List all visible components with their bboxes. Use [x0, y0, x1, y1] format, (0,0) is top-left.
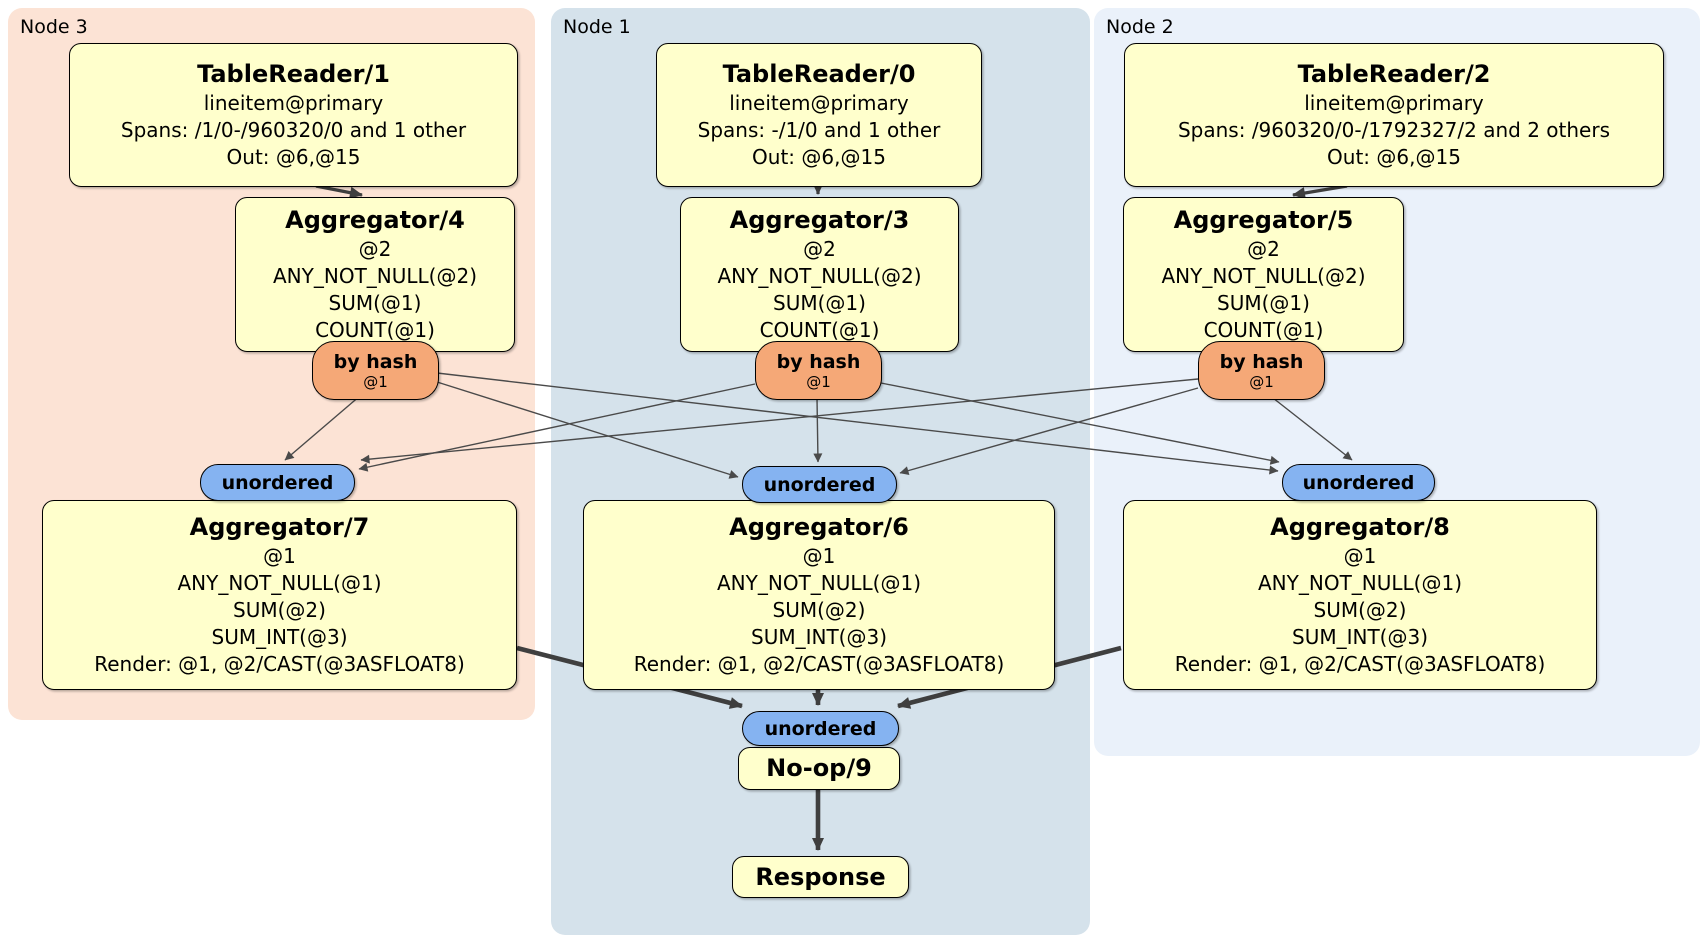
processor-detail: ANY_NOT_NULL(@1)	[717, 571, 921, 595]
processor-detail: @2	[358, 237, 392, 261]
processor-title: TableReader/2	[1297, 60, 1491, 88]
processor-detail: @1	[263, 544, 296, 568]
processor-detail: Spans: /960320/0-/1792327/2 and 2 others	[1177, 118, 1610, 142]
router-label: by hash	[1219, 350, 1304, 373]
processor-title: Aggregator/6	[729, 513, 909, 541]
processor-detail: COUNT(@1)	[759, 318, 880, 342]
edge-hash4-unordered-right	[436, 372, 1279, 475]
processor-detail: COUNT(@1)	[1203, 318, 1324, 342]
router-detail: @1	[806, 372, 831, 391]
processor-detail: lineitem@primary	[729, 91, 909, 115]
processor-detail: @2	[803, 237, 836, 261]
processor-detail: Spans: -/1/0 and 1 other	[697, 118, 941, 142]
processor-detail: @1	[802, 544, 836, 568]
processor-title: Aggregator/4	[285, 206, 465, 234]
processor-noop-9: No-op/9	[738, 747, 900, 790]
processor-aggregator-6: Aggregator/6 @1 ANY_NOT_NULL(@1) SUM(@2)…	[583, 500, 1055, 690]
processor-detail: @1	[1343, 544, 1377, 568]
stream-label: unordered	[763, 473, 876, 496]
region-node-1-label: Node 1	[563, 16, 631, 38]
processor-detail: SUM(@2)	[233, 598, 326, 622]
processor-title: Aggregator/8	[1270, 513, 1450, 541]
edge-hash5-unordered-mid	[899, 387, 1199, 475]
edge-hash3-unordered-mid	[813, 397, 823, 463]
processor-detail: ANY_NOT_NULL(@2)	[717, 264, 922, 288]
processor-detail: Out: @6,@15	[752, 145, 886, 169]
processor-detail: SUM_INT(@3)	[211, 625, 348, 649]
edge-hash5-unordered-right	[1272, 397, 1353, 461]
router-label: by hash	[333, 350, 418, 373]
edge-hash4-unordered-mid	[436, 381, 739, 479]
processor-title: TableReader/0	[722, 60, 916, 88]
router-by-hash-node2: by hash @1	[1198, 341, 1325, 400]
stream-unordered-right: unordered	[1282, 464, 1435, 501]
processor-title: Aggregator/5	[1173, 206, 1354, 234]
router-label: by hash	[776, 350, 861, 373]
stream-unordered-left: unordered	[200, 464, 355, 501]
processor-detail: lineitem@primary	[203, 91, 384, 115]
processor-detail: ANY_NOT_NULL(@1)	[177, 571, 382, 595]
router-by-hash-node1: by hash @1	[755, 341, 882, 400]
processor-detail: SUM(@1)	[773, 291, 866, 315]
edge-hash4-unordered-left	[284, 394, 362, 461]
edge-hash5-unordered-left	[360, 378, 1199, 464]
router-detail: @1	[363, 372, 388, 391]
processor-detail: SUM(@1)	[328, 291, 422, 315]
processor-detail: ANY_NOT_NULL(@2)	[273, 264, 477, 288]
processor-tablereader-1: TableReader/1 lineitem@primary Spans: /1…	[69, 43, 518, 187]
processor-detail: ANY_NOT_NULL(@2)	[1161, 264, 1366, 288]
processor-title: No-op/9	[766, 754, 872, 782]
processor-aggregator-7: Aggregator/7 @1 ANY_NOT_NULL(@1) SUM(@2)…	[42, 500, 517, 690]
stream-label: unordered	[1302, 471, 1415, 494]
stream-label: unordered	[221, 471, 334, 494]
processor-tablereader-2: TableReader/2 lineitem@primary Spans: /9…	[1124, 43, 1664, 187]
processor-aggregator-8: Aggregator/8 @1 ANY_NOT_NULL(@1) SUM(@2)…	[1123, 500, 1597, 690]
processor-detail: Spans: /1/0-/960320/0 and 1 other	[120, 118, 467, 142]
processor-detail: SUM(@2)	[1313, 598, 1407, 622]
processor-aggregator-4: Aggregator/4 @2 ANY_NOT_NULL(@2) SUM(@1)…	[235, 197, 515, 352]
processor-aggregator-3: Aggregator/3 @2 ANY_NOT_NULL(@2) SUM(@1)…	[680, 197, 959, 352]
edge-tablereader1-aggregator4	[315, 184, 363, 199]
edge-tablereader2-aggregator5	[1292, 184, 1348, 199]
processor-detail: SUM_INT(@3)	[1292, 625, 1428, 649]
processor-response: Response	[732, 856, 909, 898]
processor-tablereader-0: TableReader/0 lineitem@primary Spans: -/…	[656, 43, 982, 187]
processor-detail: SUM_INT(@3)	[751, 625, 887, 649]
edge-hash3-unordered-right	[880, 382, 1280, 465]
edge-hash3-unordered-left	[358, 383, 756, 472]
stream-label: unordered	[764, 717, 877, 740]
processor-detail: @2	[1247, 237, 1280, 261]
processor-title: Response	[755, 862, 886, 891]
router-by-hash-node3: by hash @1	[312, 341, 439, 400]
processor-title: TableReader/1	[197, 60, 390, 88]
processor-title: Aggregator/7	[189, 513, 370, 541]
processor-detail: Out: @6,@15	[1327, 145, 1461, 169]
processor-detail: COUNT(@1)	[315, 318, 435, 342]
processor-detail: Render: @1, @2/CAST(@3ASFLOAT8)	[1174, 652, 1546, 676]
processor-detail: Render: @1, @2/CAST(@3ASFLOAT8)	[633, 652, 1005, 676]
processor-detail: lineitem@primary	[1304, 91, 1484, 115]
processor-detail: SUM(@2)	[772, 598, 866, 622]
stream-unordered-bottom: unordered	[742, 711, 899, 746]
processor-title: Aggregator/3	[729, 206, 910, 234]
processor-aggregator-5: Aggregator/5 @2 ANY_NOT_NULL(@2) SUM(@1)…	[1123, 197, 1404, 352]
processor-detail: Out: @6,@15	[226, 145, 361, 169]
stream-unordered-mid: unordered	[742, 466, 897, 503]
processor-detail: ANY_NOT_NULL(@1)	[1258, 571, 1462, 595]
region-node-3-label: Node 3	[20, 16, 88, 38]
router-detail: @1	[1249, 372, 1274, 391]
processor-detail: SUM(@1)	[1217, 291, 1310, 315]
region-node-2-label: Node 2	[1106, 16, 1174, 38]
processor-detail: Render: @1, @2/CAST(@3ASFLOAT8)	[94, 652, 465, 676]
